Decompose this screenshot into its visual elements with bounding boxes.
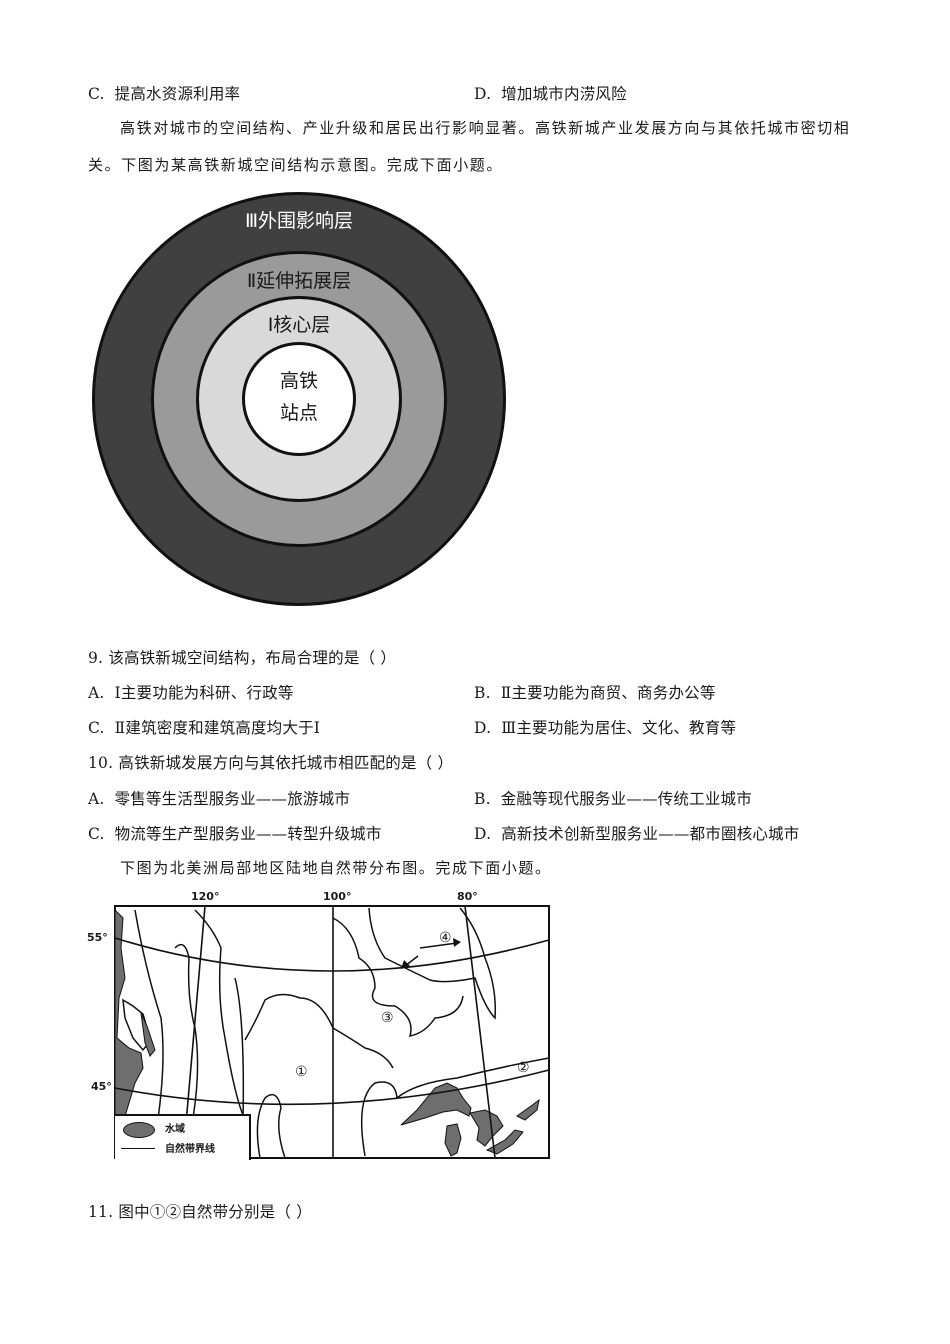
north-america-natural-zone-map: 120° 100° 80° 55° 45° ① ② ③ ④ 水域 自然带界线 [85,888,555,1163]
q9-option-c[interactable]: C. Ⅱ建筑密度和建筑高度均大于Ⅰ [88,716,320,738]
intro-paragraph-1-line-1: 高铁对城市的空间结构、产业升级和居民出行影响显著。高铁新城产业发展方向与其依托城… [120,119,851,137]
boundary-line-swatch-icon [121,1148,155,1149]
hsr-station-circle [242,342,356,456]
q9-option-b[interactable]: B. Ⅱ主要功能为商贸、商务办公等 [474,681,716,703]
zone-label-4: ④ [439,930,452,946]
option-label: B. [474,790,491,808]
q10-option-d[interactable]: D. 高新技术创新型服务业——都市圈核心城市 [474,822,800,844]
lon-label-120: 120° [191,890,220,903]
question-11-stem: 11. 图中①②自然带分别是（ ） [88,1203,312,1221]
legend-boundary-label: 自然带界线 [165,1144,215,1155]
q10-option-a[interactable]: A. 零售等生活型服务业——旅游城市 [88,787,350,809]
station-label-line-2: 站点 [279,402,318,424]
option-text: Ⅱ建筑密度和建筑高度均大于Ⅰ [114,719,321,737]
option-text: 增加城市内涝风险 [501,85,627,103]
option-label: C. [88,85,105,103]
q10-option-b[interactable]: B. 金融等现代服务业——传统工业城市 [474,787,752,809]
map-legend: 水域 自然带界线 [115,1114,251,1160]
option-label: C. [88,719,105,737]
lon-label-80: 80° [457,890,478,903]
core-layer-label: Ⅰ核心层 [267,314,331,336]
question-10-stem: 10. 高铁新城发展方向与其依托城市相匹配的是（ ） [88,754,454,772]
option-label: D. [474,825,492,843]
intro-paragraph-1-line-2: 关。下图为某高铁新城空间结构示意图。完成下面小题。 [88,156,504,174]
option-label: A. [88,790,105,808]
option-text: 提高水资源利用率 [114,85,241,103]
outer-layer-label: Ⅲ外围影响层 [244,210,354,232]
lat-label-55: 55° [87,931,108,944]
q9-option-a[interactable]: A. Ⅰ主要功能为科研、行政等 [88,681,294,703]
option-label: B. [474,684,491,702]
option-text: Ⅲ主要功能为居住、文化、教育等 [501,719,737,737]
water-swatch-icon [123,1122,155,1138]
option-label: D. [474,719,492,737]
intro-paragraph-2: 下图为北美洲局部地区陆地自然带分布图。完成下面小题。 [120,859,552,877]
prev-option-c[interactable]: C. 提高水资源利用率 [88,82,240,104]
q9-option-d[interactable]: D. Ⅲ主要功能为居住、文化、教育等 [474,716,736,738]
option-text: 高新技术创新型服务业——都市圈核心城市 [501,825,800,843]
option-label: C. [88,825,105,843]
option-text: Ⅰ主要功能为科研、行政等 [114,684,294,702]
legend-water-label: 水域 [165,1124,185,1135]
q10-option-c[interactable]: C. 物流等生产型服务业——转型升级城市 [88,822,382,844]
station-label-line-1: 高铁 [279,370,318,392]
option-text: 零售等生活型服务业——旅游城市 [114,790,351,808]
option-text: Ⅱ主要功能为商贸、商务办公等 [500,684,716,702]
zone-label-3: ③ [381,1010,394,1026]
zone-label-2: ② [517,1060,530,1076]
zone-label-1: ① [295,1064,308,1080]
option-label: A. [88,684,105,702]
hsr-new-town-structure-diagram: Ⅲ外围影响层 Ⅱ延伸拓展层 Ⅰ核心层 高铁 站点 [92,192,506,606]
option-text: 金融等现代服务业——传统工业城市 [500,790,752,808]
lat-label-45: 45° [91,1080,112,1093]
prev-option-d[interactable]: D. 增加城市内涝风险 [474,82,627,104]
option-label: D. [474,85,492,103]
extension-layer-label: Ⅱ延伸拓展层 [246,270,352,292]
question-9-stem: 9. 该高铁新城空间结构，布局合理的是（ ） [88,649,397,667]
lon-label-100: 100° [323,890,352,903]
option-text: 物流等生产型服务业——转型升级城市 [114,825,382,843]
